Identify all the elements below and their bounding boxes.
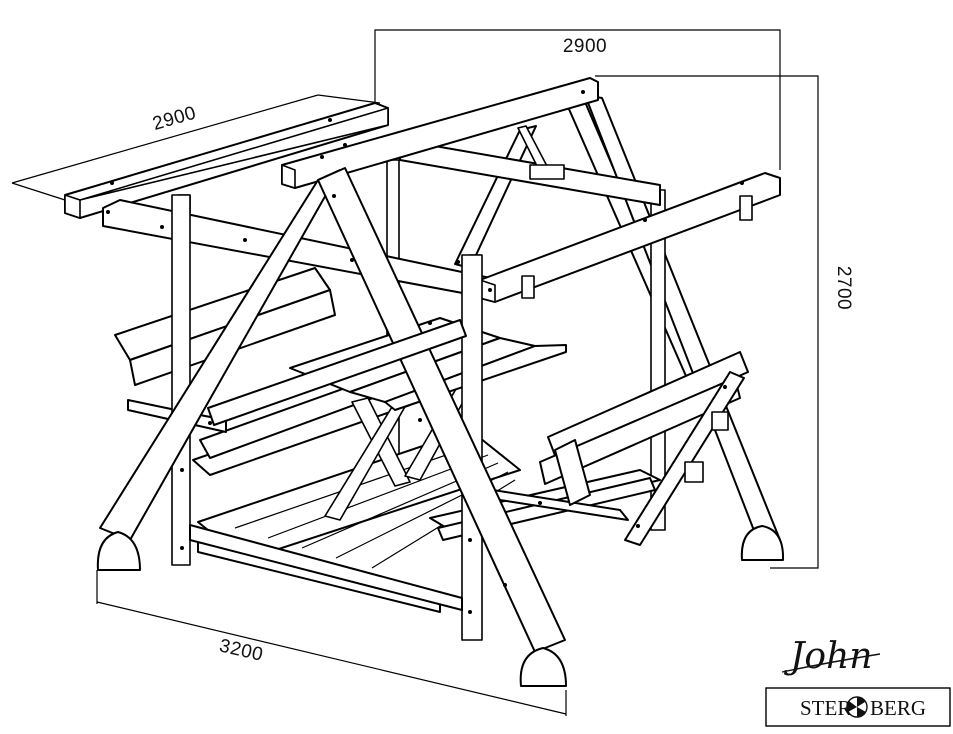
dimension-line-height bbox=[595, 75, 819, 569]
a-frame-front-right-leg bbox=[317, 167, 566, 653]
footing-front-left bbox=[96, 531, 141, 571]
dimension-lines bbox=[11, 29, 819, 716]
brand-signature: John bbox=[783, 636, 872, 677]
right-bench bbox=[429, 351, 749, 546]
right-bench-backrest-lower bbox=[539, 377, 741, 485]
dimension-left-label: 2900 bbox=[150, 103, 198, 135]
a-frame-front-brace bbox=[207, 319, 467, 426]
dimension-top-label: 2900 bbox=[563, 36, 607, 57]
front-lower-rail bbox=[189, 524, 463, 611]
dimension-height-label: 2700 bbox=[833, 266, 854, 310]
brand-name-right: BERG bbox=[870, 696, 926, 720]
front-frame bbox=[96, 167, 567, 687]
top-frame bbox=[64, 77, 781, 303]
footing-back-right bbox=[740, 525, 785, 561]
post-front-left bbox=[171, 194, 191, 566]
footing-front-right bbox=[519, 647, 567, 687]
brand-block: John STERN BERG bbox=[765, 636, 951, 727]
back-leg-left bbox=[454, 125, 537, 269]
hanger-plate bbox=[529, 164, 565, 180]
dimension-line-left bbox=[11, 94, 319, 184]
dimension-line-bottom bbox=[96, 601, 567, 715]
brand-rotor-icon bbox=[846, 696, 868, 718]
dimension-line-top bbox=[374, 29, 781, 170]
right-bench-side-post bbox=[554, 439, 591, 506]
right-bench-backrest-top bbox=[547, 351, 749, 459]
